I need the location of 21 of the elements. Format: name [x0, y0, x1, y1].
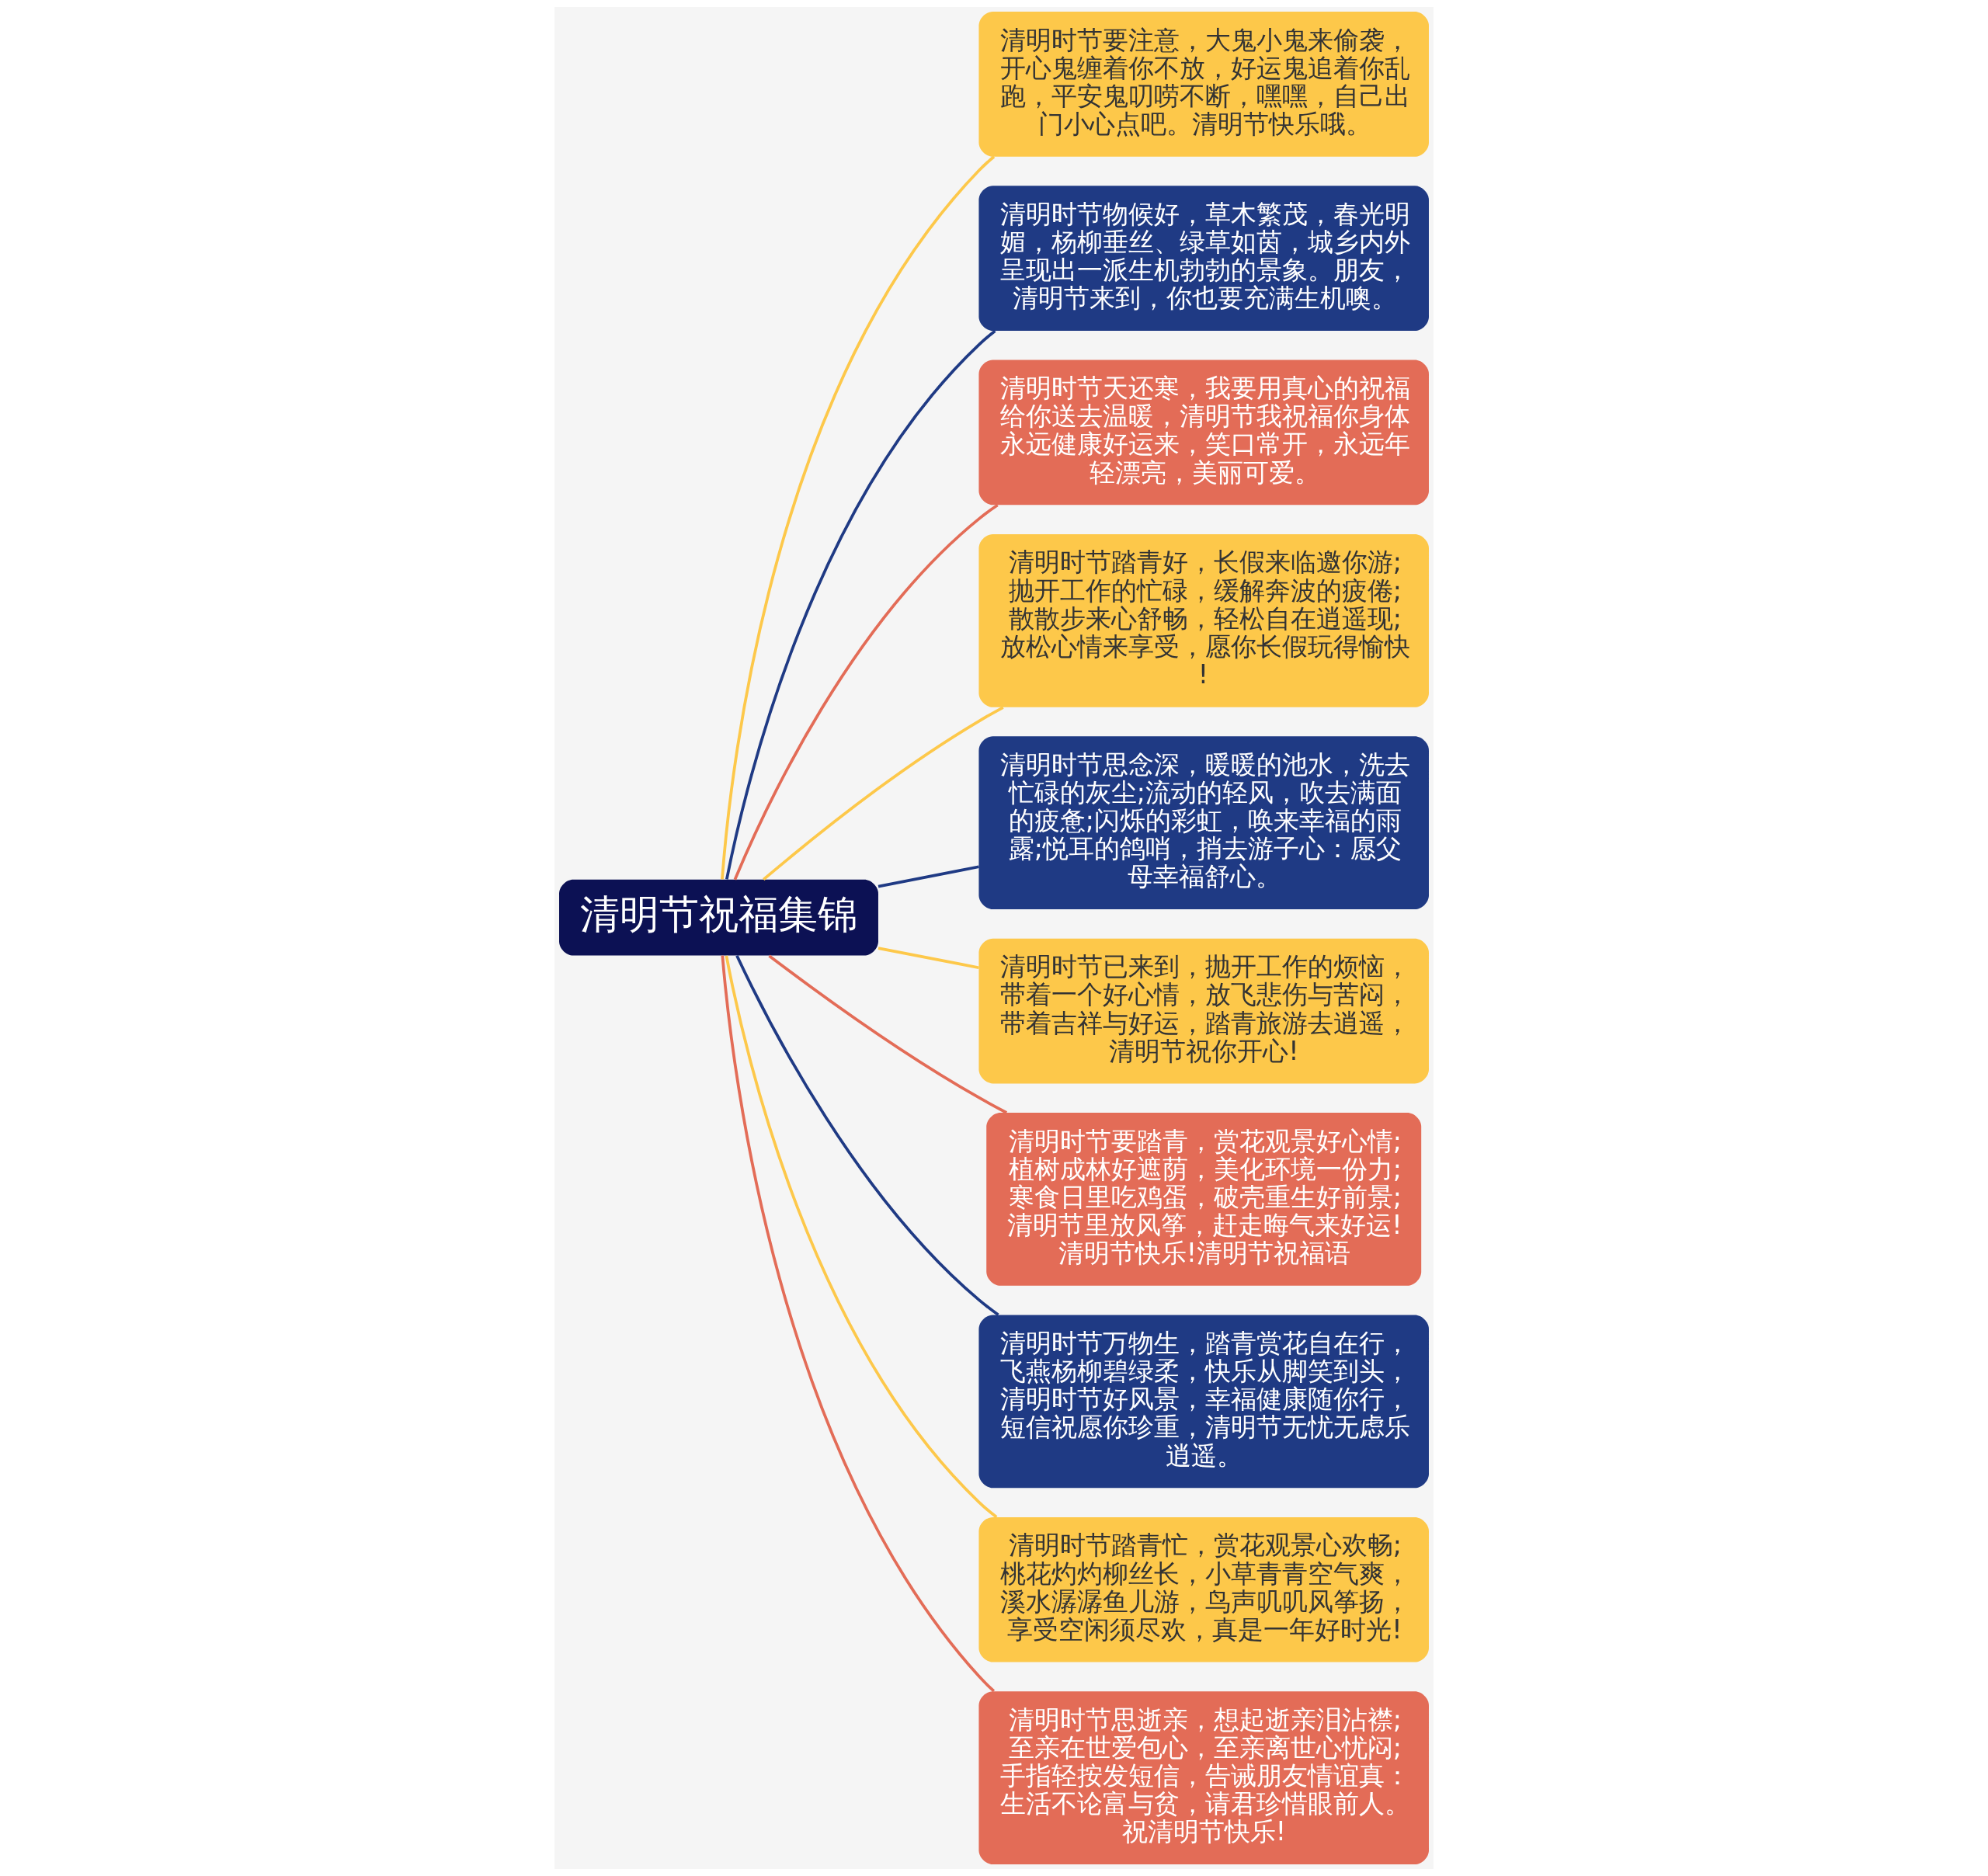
connector [735, 955, 999, 1316]
node-box: 清明时节踏青忙，赏花观景心欢畅;桃花灼灼柳丝长，小草青青空气爽，溪水潺潺鱼儿游，鸟声叽叽风筝扬，享受空闲须尽欢，真是一年好时光! [978, 1516, 1429, 1662]
connector [878, 947, 979, 970]
connector [721, 955, 996, 1693]
node-box: 清明时节思逝亲，想起逝亲泪沾襟;至亲在世爱包心，至亲离世心忧闷;手指轻按发短信，告诫朋友情谊真：生活不论富与贫，请君珍惜眼前人。祝清明节快乐! [978, 1691, 1429, 1864]
node-box: 清明时节天还寒，我要用真心的祝福给你送去温暖，清明节我祝福你身体永远健康好运来，笑口常开，永远年轻漂亮，美丽可爱。 [978, 360, 1429, 505]
connector [725, 329, 996, 880]
node-box: 清明时节踏青好，长假来临邀你游;抛开工作的忙碌，缓解奔波的疲倦;散散步来心舒畅，轻松自在逍遥现;放松心情来享受，愿你长假玩得愉快! [978, 533, 1429, 707]
node-box: 清明节祝福集锦 [559, 879, 878, 956]
connector [725, 955, 998, 1519]
connector [763, 706, 1004, 881]
node-box: 清明时节物候好，草木繁茂，春光明媚，杨柳垂丝、绿草如茵，城乡内外呈现出一派生机勃勃的景象。朋友，清明节来到，你也要充满生机噢。 [978, 186, 1429, 331]
connector [721, 155, 996, 880]
connector [878, 865, 979, 888]
node-box: 清明时节要注意，大鬼小鬼来偷袭，开心鬼缠着你不放，好运鬼追着你乱跑，平安鬼叨唠不断，嘿嘿，自己出门小心点吧。清明节快乐哦。 [978, 12, 1429, 157]
connector [733, 504, 999, 881]
node-box: 清明时节万物生，踏青赏花自在行，飞燕杨柳碧绿柔，快乐从脚笑到头，清明时节好风景，幸福健康随你行，短信祝愿你珍重，清明节无忧无虑乐逍遥。 [978, 1315, 1429, 1489]
node-box: 清明时节要踏青，赏花观景好心情;植树成林好遮荫，美化环境一份力;寒食日里吃鸡蛋，破壳重生好前景;清明节里放风筝，赶走晦气来好运!清明节快乐!清明节祝福语 [986, 1113, 1422, 1286]
connector [768, 954, 1008, 1114]
node-box: 清明时节已来到，抛开工作的烦恼，带着一个好心情，放飞悲伤与苦闷，带着吉祥与好运，踏青旅游去逍遥，清明节祝你开心! [978, 938, 1429, 1084]
node-box: 清明时节思念深，暖暖的池水，洗去忙碌的灰尘;流动的轻风，吹去满面的疲惫;闪烁的彩虹，唤来幸福的雨露;悦耳的鸽哨，捎去游子心：愿父母幸福舒心。 [978, 736, 1429, 910]
